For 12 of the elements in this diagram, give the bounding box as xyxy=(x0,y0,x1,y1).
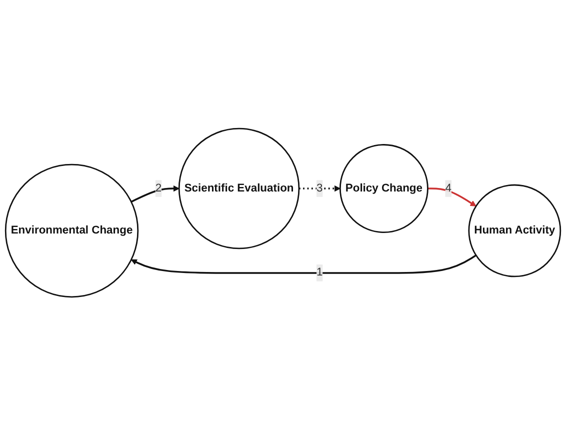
edge-label: 4 xyxy=(445,182,452,194)
arrow xyxy=(130,254,477,274)
arrow xyxy=(428,188,476,207)
edge-label: 1 xyxy=(316,266,323,279)
node-circle: Environmental Change xyxy=(4,164,139,298)
arrow xyxy=(130,186,180,203)
node-circle: Human Activity xyxy=(468,184,562,278)
node-circle: Scientific Evaluation xyxy=(178,128,300,250)
arrow xyxy=(298,186,340,192)
node-circle: Policy Change xyxy=(339,144,428,234)
edge-label: 3 xyxy=(316,182,323,194)
edge-label: 2 xyxy=(155,182,162,194)
